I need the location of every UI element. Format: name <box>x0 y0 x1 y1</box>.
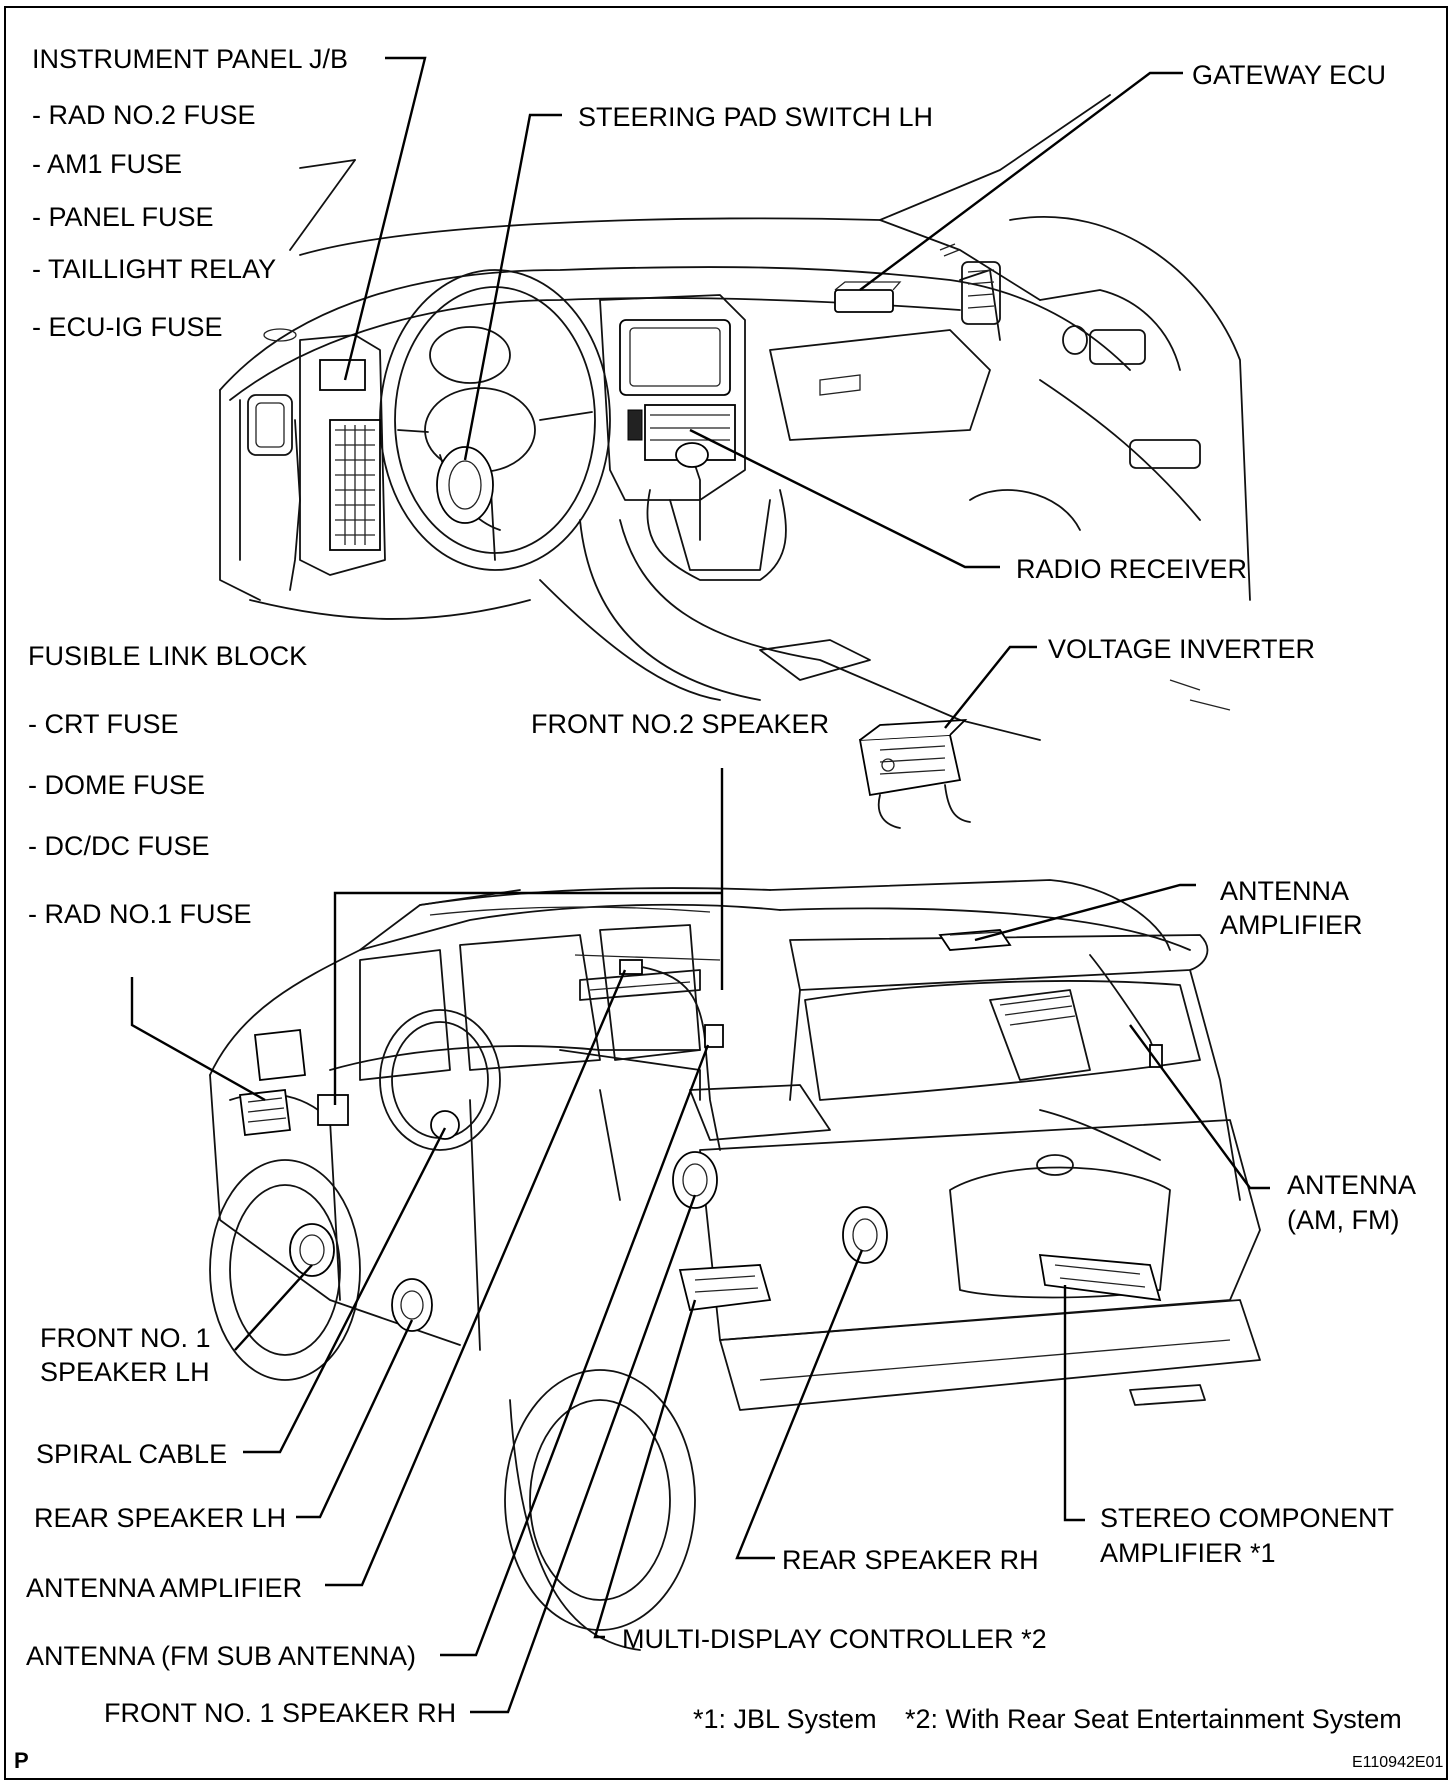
label-front-no1-speaker-lh-2: SPEAKER LH <box>40 1357 210 1387</box>
dashboard-drawing <box>219 94 1251 741</box>
label-antenna-amplifier-top-2: AMPLIFIER <box>1220 910 1363 940</box>
label-taillight-relay: - TAILLIGHT RELAY <box>32 254 277 284</box>
label-dcdc-fuse: - DC/DC FUSE <box>28 831 210 861</box>
label-rad-no1-fuse: - RAD NO.1 FUSE <box>28 899 252 929</box>
label-radio-receiver: RADIO RECEIVER <box>1016 554 1248 584</box>
label-dome-fuse: - DOME FUSE <box>28 770 206 800</box>
label-steering-pad-switch-lh: STEERING PAD SWITCH LH <box>578 102 934 132</box>
label-front-no1-speaker-lh-1: FRONT NO. 1 <box>40 1323 211 1353</box>
vehicle-drawing <box>209 879 1261 1651</box>
label-voltage-inverter: VOLTAGE INVERTER <box>1048 634 1316 664</box>
label-antenna-amplifier-top-1: ANTENNA <box>1220 876 1350 906</box>
label-rear-speaker-rh: REAR SPEAKER RH <box>782 1545 1039 1575</box>
label-crt-fuse: - CRT FUSE <box>28 709 179 739</box>
label-am1-fuse: - AM1 FUSE <box>32 149 183 179</box>
label-instrument-panel-jb: INSTRUMENT PANEL J/B <box>32 44 349 74</box>
label-rad-no2-fuse: - RAD NO.2 FUSE <box>32 100 256 130</box>
label-spiral-cable: SPIRAL CABLE <box>36 1439 228 1469</box>
figure-code: E110942E01 <box>1352 1754 1444 1771</box>
speaker-rear-lh <box>391 1278 433 1332</box>
speaker-front-rh <box>672 1151 718 1209</box>
speaker-front-lh <box>289 1223 335 1277</box>
footnote-jbl-system: *1: JBL System <box>693 1704 877 1734</box>
label-stereo-component-amplifier-2: AMPLIFIER *1 <box>1100 1538 1276 1568</box>
page-letter: P <box>14 1748 29 1773</box>
label-front-no1-speaker-rh: FRONT NO. 1 SPEAKER RH <box>104 1698 457 1728</box>
label-antenna-am-fm-2: (AM, FM) <box>1287 1205 1400 1235</box>
label-panel-fuse: - PANEL FUSE <box>32 202 214 232</box>
label-ecu-ig-fuse: - ECU-IG FUSE <box>32 312 223 342</box>
label-front-no2-speaker: FRONT NO.2 SPEAKER <box>531 709 830 739</box>
label-gateway-ecu: GATEWAY ECU <box>1192 60 1387 90</box>
label-antenna-amplifier: ANTENNA AMPLIFIER <box>26 1573 303 1603</box>
label-multi-display-controller: MULTI-DISPLAY CONTROLLER *2 <box>622 1624 1047 1654</box>
label-antenna-fm-sub: ANTENNA (FM SUB ANTENNA) <box>26 1641 417 1671</box>
footnote-rear-seat-entertainment: *2: With Rear Seat Entertainment System <box>905 1704 1402 1734</box>
label-antenna-am-fm-1: ANTENNA <box>1287 1170 1417 1200</box>
speaker-rear-rh <box>842 1206 888 1264</box>
jb-fuse-grid <box>335 425 375 545</box>
label-rear-speaker-lh: REAR SPEAKER LH <box>34 1503 287 1533</box>
leader-lines <box>130 56 1270 1714</box>
voltage-inverter-part <box>858 718 971 829</box>
label-fusible-link-block: FUSIBLE LINK BLOCK <box>28 641 308 671</box>
label-stereo-component-amplifier-1: STEREO COMPONENT <box>1100 1503 1395 1533</box>
